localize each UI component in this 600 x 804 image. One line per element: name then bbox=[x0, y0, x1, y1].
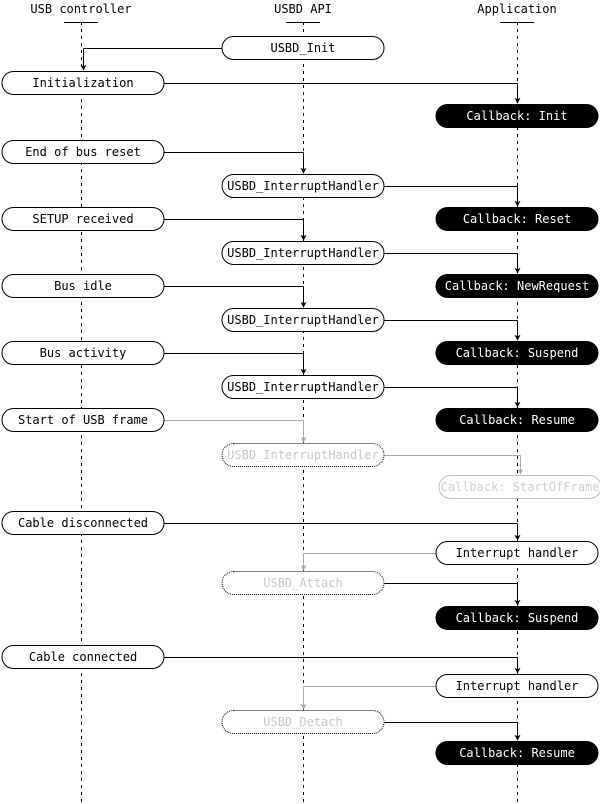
n-cb-resume-2[interactable]: Callback: Resume bbox=[435, 741, 599, 765]
n-cb-newrequest[interactable]: Callback: NewRequest bbox=[435, 274, 599, 298]
n-cb-init[interactable]: Callback: Init bbox=[435, 104, 599, 128]
n-cb-resume-1[interactable]: Callback: Resume bbox=[435, 408, 599, 432]
n-usbd-detach[interactable]: USBD_Detach bbox=[221, 710, 385, 734]
c-busact-to-ih4 bbox=[164, 353, 307, 375]
n-cb-suspend-1[interactable]: Callback: Suspend bbox=[435, 341, 599, 365]
c-cabledisc-to-inth1 bbox=[164, 523, 521, 541]
c-sof-to-ih5 bbox=[164, 420, 307, 443]
n-usbd-attach[interactable]: USBD_Attach bbox=[221, 571, 385, 595]
n-initialization[interactable]: Initialization bbox=[1, 71, 165, 95]
n-cb-reset[interactable]: Callback: Reset bbox=[435, 207, 599, 231]
n-cb-startofframe[interactable]: Callback: StartOfFrame bbox=[438, 475, 600, 499]
n-setup-received[interactable]: SETUP received bbox=[1, 207, 165, 231]
n-start-usb-frame[interactable]: Start of USB frame bbox=[1, 408, 165, 432]
n-ih-2[interactable]: USBD_InterruptHandler bbox=[221, 241, 385, 265]
n-ih-3[interactable]: USBD_InterruptHandler bbox=[221, 308, 385, 332]
n-bus-activity[interactable]: Bus activity bbox=[1, 341, 165, 365]
n-ih-1[interactable]: USBD_InterruptHandler bbox=[221, 174, 385, 198]
c-attach-to-cbsuspend bbox=[384, 583, 521, 606]
column-header-controller: USB controller bbox=[30, 2, 132, 16]
c-ih3-to-cbsuspend bbox=[384, 320, 521, 341]
n-cable-disc[interactable]: Cable disconnected bbox=[1, 511, 165, 535]
n-end-bus-reset[interactable]: End of bus reset bbox=[1, 140, 165, 164]
column-header-api: USBD API bbox=[274, 2, 332, 16]
n-int-handler-2[interactable]: Interrupt handler bbox=[435, 674, 599, 698]
c-ctrl-to-cbinit bbox=[164, 83, 521, 104]
c-inth1-to-attach bbox=[300, 553, 436, 571]
c-init-to-ctrl bbox=[80, 48, 222, 71]
c-ih1-to-cbreset bbox=[384, 186, 521, 207]
column-header-app: Application bbox=[477, 2, 557, 16]
c-ih5-to-cbsof bbox=[384, 455, 524, 475]
n-ih-4[interactable]: USBD_InterruptHandler bbox=[221, 375, 385, 399]
n-usbd-init[interactable]: USBD_Init bbox=[221, 36, 385, 60]
c-ih4-to-cbresume bbox=[384, 387, 521, 408]
c-ih2-to-cbnewreq bbox=[384, 253, 521, 274]
c-busidle-to-ih3 bbox=[164, 286, 307, 308]
c-reset-to-ih1 bbox=[164, 152, 307, 174]
n-int-handler-1[interactable]: Interrupt handler bbox=[435, 541, 599, 565]
c-detach-to-cbresume bbox=[384, 722, 521, 741]
c-cableconn-to-inth2 bbox=[164, 657, 521, 674]
c-setup-to-ih2 bbox=[164, 219, 307, 241]
n-cb-suspend-2[interactable]: Callback: Suspend bbox=[435, 606, 599, 630]
n-ih-5[interactable]: USBD_InterruptHandler bbox=[221, 443, 385, 467]
n-cable-conn[interactable]: Cable connected bbox=[1, 645, 165, 669]
c-inth2-to-detach bbox=[300, 686, 436, 710]
n-bus-idle[interactable]: Bus idle bbox=[1, 274, 165, 298]
